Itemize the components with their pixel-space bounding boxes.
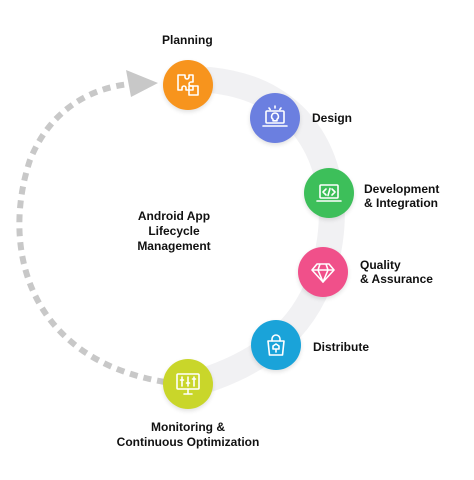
monitoring-stage-icon	[163, 359, 213, 409]
monitoring-label: Monitoring & Continuous Optimization	[106, 420, 270, 450]
planning-stage-icon	[163, 60, 213, 110]
quality-label-line-1: Quality	[360, 258, 401, 272]
planning-label-line: Planning	[162, 33, 213, 47]
shopping-bag-icon	[267, 334, 285, 356]
development-label: Development & Integration	[364, 182, 439, 210]
distribute-label-line: Distribute	[313, 340, 370, 354]
monitor-sliders-icon	[176, 373, 200, 395]
distribute-label: Distribute	[313, 340, 369, 354]
monitoring-label-line-1: Monitoring &	[151, 420, 225, 434]
diagram-title-line-2: Lifecycle	[148, 224, 200, 238]
development-label-line-2: & Integration	[364, 196, 438, 210]
code-laptop-icon	[316, 184, 342, 202]
diamond-icon	[311, 263, 335, 283]
quality-label: Quality & Assurance	[360, 258, 433, 286]
quality-label-line-2: & Assurance	[360, 272, 433, 286]
puzzle-icon	[177, 74, 199, 96]
quality-stage-icon	[298, 247, 348, 297]
diagram-title-line-1: Android App	[137, 209, 211, 223]
lightbulb-laptop-icon	[262, 105, 288, 127]
monitoring-label-line-2: Continuous Optimization	[116, 435, 260, 449]
planning-label: Planning	[162, 33, 213, 47]
development-stage-icon	[304, 168, 354, 218]
design-label: Design	[312, 111, 352, 125]
development-label-line-1: Development	[364, 182, 440, 196]
dashed-return-arc	[16, 81, 166, 385]
diagram-title-line-3: Management	[137, 239, 211, 253]
distribute-stage-icon	[251, 320, 301, 370]
design-label-line: Design	[312, 111, 353, 125]
arrowhead-icon	[126, 70, 158, 97]
diagram-title: Android App Lifecycle Management	[118, 209, 230, 254]
design-stage-icon	[250, 93, 300, 143]
